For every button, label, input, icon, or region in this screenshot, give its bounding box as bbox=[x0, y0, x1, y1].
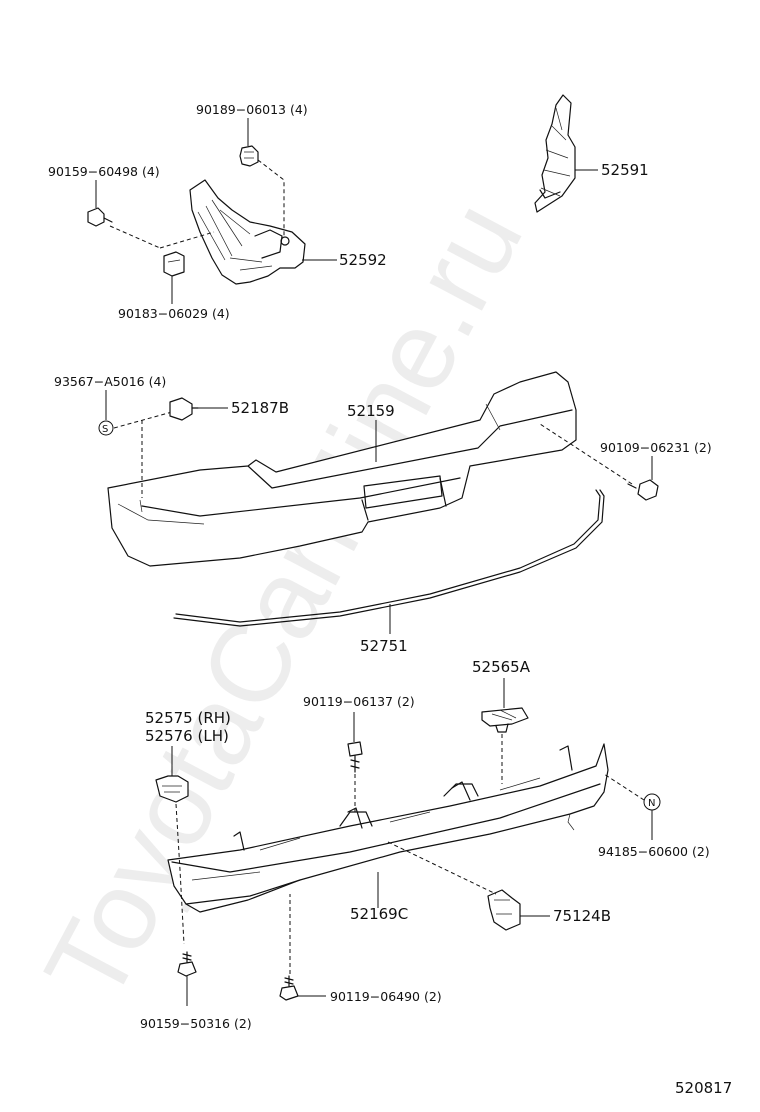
label-90119-06490: 90119−06490 (2) bbox=[330, 989, 442, 1004]
part-75124B-clip[interactable] bbox=[487, 889, 521, 931]
label-52575: 52575 (RH) bbox=[145, 709, 231, 727]
label-90109-06231: 90109−06231 (2) bbox=[600, 440, 712, 455]
label-52187B: 52187B bbox=[231, 399, 289, 417]
label-90189-06013: 90189−06013 (4) bbox=[196, 102, 308, 117]
label-90159-60498: 90159−60498 (4) bbox=[48, 164, 160, 179]
part-52169C-lower-bumper[interactable] bbox=[167, 743, 609, 913]
label-52592: 52592 bbox=[339, 251, 387, 269]
label-75124B: 75124B bbox=[553, 907, 611, 925]
part-52591-bracket[interactable] bbox=[534, 94, 576, 213]
part-90159-50316-screw[interactable] bbox=[177, 951, 197, 977]
label-52169C: 52169C bbox=[350, 905, 408, 923]
label-52576: 52576 (LH) bbox=[145, 727, 229, 745]
label-90183-06029: 90183−06029 (4) bbox=[118, 306, 230, 321]
symbol-s-circle: S bbox=[98, 420, 114, 436]
symbol-n-circle: N bbox=[643, 793, 661, 811]
part-52565A-retainer[interactable] bbox=[481, 707, 529, 733]
label-52751: 52751 bbox=[360, 637, 408, 655]
svg-text:S: S bbox=[102, 424, 108, 435]
part-52575-52576-clip[interactable] bbox=[155, 775, 189, 803]
part-90159-60498-screw[interactable] bbox=[87, 207, 113, 227]
label-52591: 52591 bbox=[601, 161, 649, 179]
label-52159: 52159 bbox=[347, 402, 395, 420]
label-90119-06137: 90119−06137 (2) bbox=[303, 694, 415, 709]
part-90119-06490-bolt[interactable] bbox=[279, 975, 299, 1001]
part-52592-mudguard[interactable] bbox=[189, 179, 306, 285]
part-90183-06029-nut[interactable] bbox=[163, 251, 185, 277]
svg-text:N: N bbox=[648, 798, 655, 809]
part-90189-06013-clip[interactable] bbox=[239, 145, 259, 167]
label-52565A: 52565A bbox=[472, 658, 531, 676]
part-52187B-retainer[interactable] bbox=[169, 397, 199, 421]
watermark: ToyotaCarMine.ru bbox=[21, 182, 546, 1021]
part-90119-06137-bolt[interactable] bbox=[347, 741, 363, 773]
label-94185-60600: 94185−60600 (2) bbox=[598, 844, 710, 859]
part-52751-molding[interactable] bbox=[173, 489, 605, 627]
label-93567-A5016: 93567−A5016 (4) bbox=[54, 374, 166, 389]
label-90159-50316: 90159−50316 (2) bbox=[140, 1016, 252, 1031]
figure-number: 520817 bbox=[675, 1079, 732, 1097]
part-90109-06231-screw[interactable] bbox=[627, 479, 659, 501]
part-52159-bumper-cover[interactable] bbox=[107, 371, 577, 567]
